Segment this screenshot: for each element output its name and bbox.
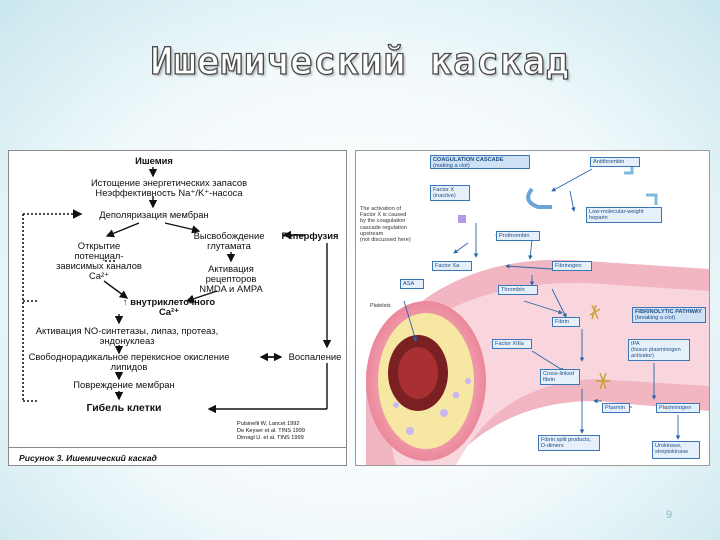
platelet: [393, 402, 399, 408]
box-fibrinogen: Fibrinogen: [552, 261, 592, 271]
node-reperfuziya: Реперфузия: [281, 230, 339, 241]
lmw-heparin-line-1: Low-molecular-weight: [589, 209, 644, 215]
box-factor-xa: Factor Xa: [432, 261, 472, 271]
node-vnutrikletochnogo-1: ↑ внутриклеточного: [122, 296, 216, 307]
node-otkrytie-2: потенциал-: [74, 250, 124, 261]
box-lmw-heparin: Low-molecular-weight heparin: [586, 207, 662, 223]
node-vnutrikletochnogo-2: Ca²⁺: [158, 306, 180, 317]
reference-2: De Keyser et al. TINS 1999: [237, 428, 305, 434]
box-thrombin: Thrombin: [498, 285, 538, 295]
lmw-heparin-line-2: heparin: [589, 215, 608, 222]
node-otkrytie-3: зависимых каналов: [56, 260, 142, 271]
node-aktivaciya-no-2: эндонуклеаз: [99, 335, 155, 346]
antithrombin-glyph: [620, 163, 658, 205]
box-crosslinked-fibrin: Cross-linked fibrin: [540, 369, 580, 385]
fibrin-strands: [589, 304, 601, 320]
fibrinolytic-pathway-header: FIBRINOLYTIC PATHWAY (breaking a clot): [632, 307, 706, 323]
node-vysvobozhdenie-2: глутамата: [207, 240, 251, 251]
node-ishemia: Ишемия: [135, 155, 173, 166]
note-line-3: by the coagulation: [360, 218, 406, 225]
node-aktivaciya-1: Активация: [208, 263, 254, 274]
factor-x-sublabel: (inactive): [433, 193, 456, 200]
reference-1: Pulsinelli W, Lancet 1992: [237, 421, 300, 427]
tpa-line-1: tPA: [631, 341, 640, 347]
box-plasminogen: Plasminogen: [656, 403, 700, 413]
box-factor-x: Factor X (inactive): [430, 185, 470, 201]
coagulation-cascade-subtitle: (making a clot): [433, 163, 470, 170]
box-plasmin: Plasmin: [602, 403, 630, 413]
node-povrezhdenie: Повреждение мембран: [73, 379, 175, 390]
factor-x-glyph: [458, 215, 466, 223]
box-fibrin: Fibrin: [552, 317, 580, 327]
note-factor-x-activation: The activation of Factor X is caused by …: [358, 205, 422, 247]
caption-divider: [9, 447, 346, 448]
node-vospalenie: Воспаление: [288, 351, 342, 362]
urokinase-line-2: streptokinase: [655, 449, 689, 456]
urokinase-line-1: Urokinase,: [655, 443, 682, 449]
fibrin-split-products-line-2: D-dimers: [541, 443, 564, 450]
node-aktivaciya-3: NMDA и AMPA: [199, 283, 263, 294]
note-line-1: The activation of: [360, 206, 402, 212]
coagulation-cascade-title: COAGULATION CASCADE: [433, 157, 504, 163]
note-line-6: (not discussed here): [360, 237, 411, 244]
label-platelets: Platelets: [370, 303, 391, 309]
note-line-2: Factor X is caused: [360, 212, 407, 219]
node-svobodnoradikalnoe-2: липидов: [110, 361, 148, 372]
node-vysvobozhdenie-1: Высвобождение: [193, 230, 265, 241]
box-tpa: tPA (tissue plasminogen activator): [628, 339, 690, 361]
box-asa: ASA: [400, 279, 424, 289]
box-antithrombin: Antithrombin: [590, 157, 640, 167]
platelet: [452, 391, 460, 399]
node-aktivaciya-2: рецепторов: [205, 273, 257, 284]
platelet: [440, 409, 448, 417]
fibrinolytic-pathway-title: FIBRINOLYTIC PATHWAY: [635, 309, 702, 315]
crosslinked-fibrin-strands: [596, 372, 610, 390]
crosslinked-fibrin-line-1: Cross-linked: [543, 371, 575, 377]
platelet: [406, 427, 414, 435]
tpa-line-3: activator): [631, 353, 655, 360]
figure-caption: Рисунок 3. Ишемический каскад: [19, 453, 157, 463]
fibrin-split-products-line-1: Fibrin split products,: [541, 437, 592, 443]
clot-core: [398, 347, 438, 399]
enzyme-glyph: [526, 187, 552, 209]
box-urokinase: Urokinase, streptokinase: [652, 441, 700, 459]
node-otkrytie-1: Открытие: [77, 240, 121, 251]
factor-x-label: Factor X: [433, 187, 455, 193]
node-neeffektivnost: Неэффективность Na⁺/K⁺-насоса: [95, 187, 243, 198]
box-factor-xiiia: Factor XIIIa: [492, 339, 532, 349]
slide-title: Ишемический каскад: [150, 39, 570, 83]
node-aktivaciya-no-1: Активация NO-синтетазы, липаз, протеаз,: [35, 325, 219, 336]
node-svobodnoradikalnoe-1: Свободнорадикальное перекисное окисление: [28, 351, 230, 362]
node-otkrytie-4: Ca²⁺: [88, 270, 110, 281]
tpa-line-2: (tissue plasminogen: [631, 347, 681, 354]
coagulation-illustration: COAGULATION CASCADE (making a clot) Anti…: [355, 150, 710, 466]
note-line-5: upstream: [360, 230, 384, 237]
crosslinked-fibrin-line-2: fibrin: [543, 377, 556, 384]
fibrinolytic-pathway-subtitle: (breaking a clot): [635, 315, 676, 322]
box-prothrombin: Prothrombin: [496, 231, 540, 241]
node-gibel: Гибель клетки: [86, 402, 162, 414]
platelet: [465, 378, 471, 384]
page-number: 9: [666, 509, 673, 521]
node-istoshchenie: Истощение энергетических запасов: [90, 177, 248, 188]
ischemic-cascade-diagram: Ишемия Истощение энергетических запасов …: [8, 150, 347, 466]
coagulation-cascade-header: COAGULATION CASCADE (making a clot): [430, 155, 530, 169]
reference-3: Dirnagl U. et al. TINS 1999: [237, 435, 304, 441]
box-fibrin-split-products: Fibrin split products, D-dimers: [538, 435, 600, 451]
cascade-arrows: [22, 167, 332, 414]
node-depolarizaciya: Деполяризация мембран: [99, 209, 209, 220]
note-line-4: cascade regulation: [360, 224, 407, 231]
